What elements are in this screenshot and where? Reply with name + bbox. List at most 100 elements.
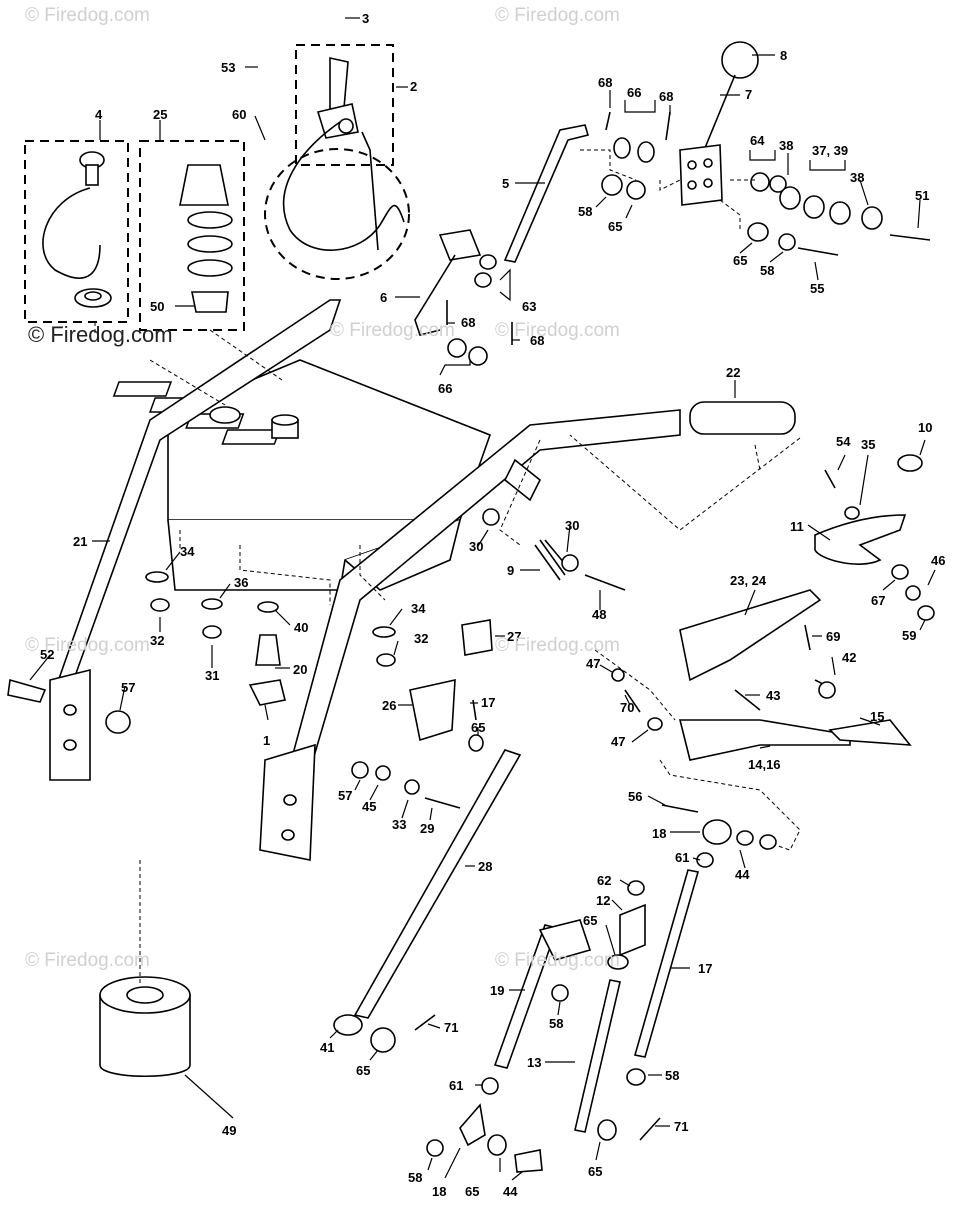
callout-1: 1: [263, 733, 270, 748]
callout-31: 31: [205, 668, 219, 683]
callout-30-b: 30: [565, 518, 579, 533]
callout-14-16: 14,16: [748, 757, 781, 772]
callout-5: 5: [502, 176, 509, 191]
callout-68-c: 68: [461, 315, 475, 330]
callout-3: 3: [362, 11, 369, 26]
callout-13: 13: [527, 1055, 541, 1070]
callout-44-b: 44: [503, 1184, 518, 1199]
callout-6: 6: [380, 290, 387, 305]
callout-49: 49: [222, 1123, 236, 1138]
callout-65-g: 65: [465, 1184, 479, 1199]
callout-32-b: 32: [414, 631, 428, 646]
callout-66-a: 66: [627, 85, 641, 100]
spring-and-fasteners: [351, 458, 626, 809]
callout-12: 12: [596, 893, 610, 908]
callout-65-c: 65: [471, 720, 485, 735]
callout-21: 21: [73, 534, 87, 549]
callout-2: 2: [410, 79, 417, 94]
fuel-cap-kit: [139, 140, 245, 331]
callout-9: 9: [507, 563, 514, 578]
callout-43: 43: [766, 688, 780, 703]
callout-54: 54: [836, 434, 851, 449]
callout-45: 45: [362, 799, 376, 814]
callout-7: 7: [745, 87, 752, 102]
callout-20: 20: [293, 662, 307, 677]
callout-64: 64: [750, 133, 765, 148]
callout-48: 48: [592, 607, 606, 622]
callout-69: 69: [826, 629, 840, 644]
watermark: © Firedog.com: [25, 635, 150, 656]
watermark-dark: © Firedog.com: [28, 322, 173, 347]
callout-28: 28: [478, 859, 492, 874]
handle-grip: [689, 401, 796, 435]
callout-23-24: 23, 24: [730, 573, 767, 588]
callout-63: 63: [522, 299, 536, 314]
callout-60: 60: [232, 107, 246, 122]
callout-58-c: 58: [549, 1016, 563, 1031]
callout-34-b: 34: [411, 601, 426, 616]
shift-lever: [679, 41, 759, 206]
callout-34-a: 34: [180, 544, 195, 559]
control-rods: [333, 749, 777, 1173]
callout-58-a: 58: [578, 204, 592, 219]
washers-top: [446, 111, 931, 366]
callout-19: 19: [490, 983, 504, 998]
choke-cable-assembly: [24, 140, 129, 323]
callout-55: 55: [810, 281, 824, 296]
callout-50: 50: [150, 299, 164, 314]
watermark: © Firedog.com: [25, 5, 150, 26]
clutch-assembly: [611, 454, 935, 761]
callout-65-b: 65: [733, 253, 747, 268]
callout-44-a: 44: [735, 867, 750, 882]
watermark: © Firedog.com: [330, 320, 455, 341]
callout-57-a: 57: [121, 680, 135, 695]
callout-29: 29: [420, 821, 434, 836]
callout-46: 46: [931, 553, 945, 568]
callout-38-b: 38: [850, 170, 864, 185]
callout-30-a: 30: [469, 539, 483, 554]
callout-32-a: 32: [150, 633, 164, 648]
rod-6: [414, 229, 482, 336]
callout-57-b: 57: [338, 788, 352, 803]
callout-25: 25: [153, 107, 167, 122]
callout-58-d: 58: [665, 1068, 679, 1083]
watermark: © Firedog.com: [495, 635, 620, 656]
callout-71-b: 71: [674, 1119, 688, 1134]
connector-lines: [94, 149, 801, 985]
callout-labels: 3 53 2 60 4 25 50 8 7 68 66 68 5 64 38 3…: [40, 11, 945, 1199]
watermark: © Firedog.com: [495, 320, 620, 341]
callout-71-a: 71: [444, 1020, 458, 1035]
watermark: © Firedog.com: [495, 5, 620, 26]
callout-58-b: 58: [760, 263, 774, 278]
callout-61-b: 61: [449, 1078, 463, 1093]
callout-26: 26: [382, 698, 396, 713]
callout-4: 4: [95, 107, 103, 122]
callout-22: 22: [726, 365, 740, 380]
callout-68-d: 68: [530, 333, 544, 348]
fuel-fittings: [7, 571, 396, 734]
callout-17-b: 17: [698, 961, 712, 976]
callout-68-b: 68: [659, 89, 673, 104]
callout-37-39: 37, 39: [812, 143, 848, 158]
callout-42: 42: [842, 650, 856, 665]
callout-15: 15: [870, 709, 884, 724]
callout-36: 36: [234, 575, 248, 590]
handle-bar: [49, 299, 681, 861]
callout-41: 41: [320, 1040, 334, 1055]
callout-59: 59: [902, 628, 916, 643]
callout-40: 40: [294, 620, 308, 635]
callout-10: 10: [918, 420, 932, 435]
callout-68-a: 68: [598, 75, 612, 90]
rod-5: [503, 124, 590, 263]
callout-62: 62: [597, 873, 611, 888]
callout-51: 51: [915, 188, 929, 203]
callout-65-d: 65: [583, 913, 597, 928]
callout-53: 53: [221, 60, 235, 75]
callout-66-b: 66: [438, 381, 452, 396]
callout-33: 33: [392, 817, 406, 832]
watermark: © Firedog.com: [25, 950, 150, 971]
callout-47-b: 47: [611, 734, 625, 749]
callout-65-a: 65: [608, 219, 622, 234]
callout-11: 11: [790, 519, 804, 534]
